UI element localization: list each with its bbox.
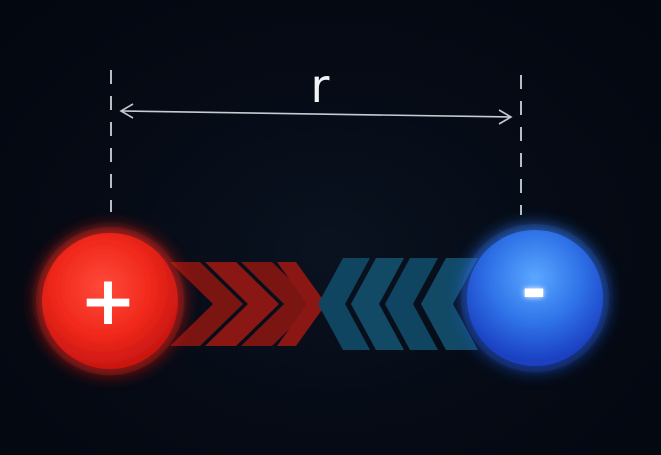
positive-charge: + [36,227,184,375]
red-chevron-arrow [241,262,315,346]
distance-label: r [311,59,330,113]
plus-sign-icon: + [80,262,137,341]
negative-side-force-arrows [318,258,478,350]
minus-sign-icon: - [522,255,547,325]
distance-arrow [119,103,513,125]
red-chevron-arrow [277,262,326,346]
positive-side-force-arrows [170,262,326,346]
blue-chevron-arrow [385,258,438,350]
negative-charge: - [461,224,609,372]
red-chevron-arrow [170,262,243,346]
blue-chevron-arrow [318,258,370,350]
blue-chevron-arrow [351,258,404,350]
red-chevron-arrow [205,262,279,346]
